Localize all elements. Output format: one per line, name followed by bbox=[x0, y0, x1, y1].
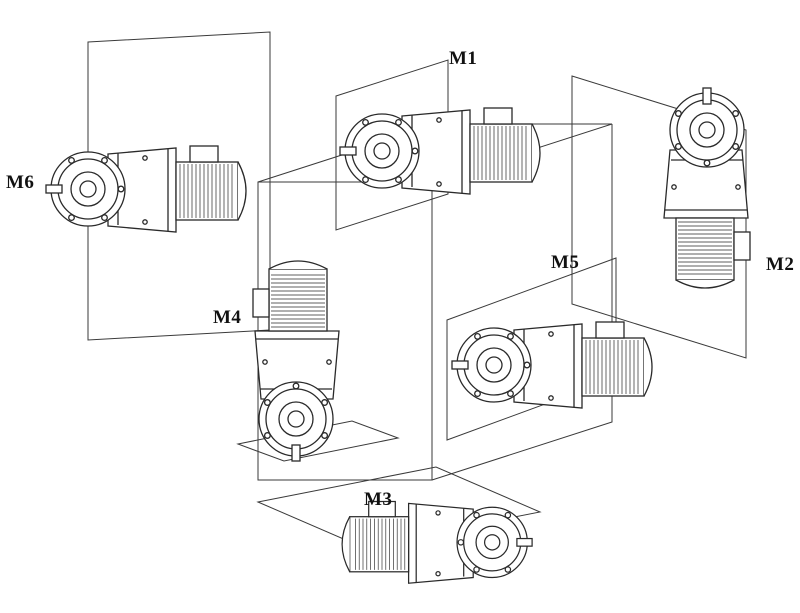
gearmotor-m4 bbox=[252, 260, 340, 462]
label-m3: M3 bbox=[364, 489, 393, 510]
gearmotor-m5 bbox=[451, 321, 653, 409]
label-m1: M1 bbox=[449, 48, 478, 69]
plane-m1 bbox=[335, 59, 449, 231]
gearmotor-m6 bbox=[45, 145, 247, 233]
label-m5: M5 bbox=[551, 252, 580, 273]
label-m4: M4 bbox=[213, 307, 242, 328]
label-m2: M2 bbox=[766, 254, 795, 275]
gearmotor-m2 bbox=[663, 87, 751, 289]
plane-m3 bbox=[256, 466, 542, 548]
label-m6: M6 bbox=[6, 172, 35, 193]
gearmotor-m1 bbox=[339, 107, 541, 195]
gearmotor-m3 bbox=[341, 500, 533, 584]
mounting-planes bbox=[87, 31, 747, 548]
